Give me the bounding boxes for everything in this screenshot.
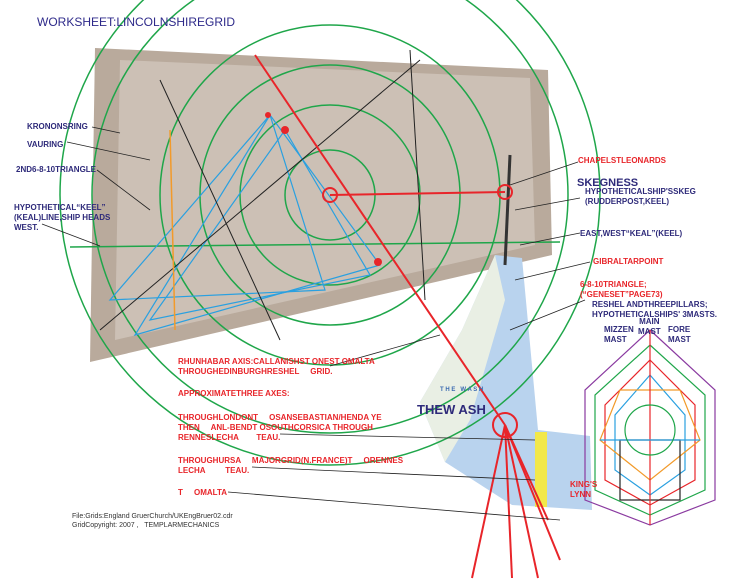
label-london-axis: THROUGHLONDONT OSANSEBASTIAN/HENDA YE TH… — [178, 413, 382, 442]
label-vauring: VAURING — [27, 140, 64, 149]
label-keel-line: HYPOTHETICAL“KEEL” (KEAL)LINE,SHIP HEADS… — [14, 203, 111, 232]
label-kings-lynn: KING'S LYNN — [570, 480, 598, 499]
label-east-west-keal: EAST,WEST“KEAL”(KEEL) — [580, 229, 683, 238]
label-fore-mast: FORE MAST — [668, 325, 691, 344]
label-three-axes: APPROXIMATETHREE AXES: — [178, 389, 290, 398]
leader-lines — [41, 126, 591, 521]
map-label-the-wash: T H E W A S H — [440, 387, 484, 393]
label-rhunhabar-axis: RHUNHABAR AXIS:CALLANISHST ONEST OMALTA … — [178, 357, 375, 376]
label-gibraltar-point: GIBRALTARPOINT — [593, 257, 664, 266]
red-axes — [254, 54, 561, 579]
green-rings — [59, 0, 601, 466]
label-6-8-10-triangle: 6-8-10TRIANGLE; (“GENESET”PAGE73) — [580, 280, 663, 299]
footer-file: File:Grids:England GruerChurch/UKEngBrue… — [72, 512, 233, 530]
label-skegness: SKEGNESS — [577, 177, 639, 189]
file-path: File:Grids:England GruerChurch/UKEngBrue… — [72, 513, 233, 520]
copyright: GridCopyright: 2007 , TEMPLARMECHANICS — [72, 522, 220, 529]
ship-masts-diagram — [584, 329, 716, 526]
label-the-wash: THEW ASH — [417, 402, 486, 417]
label-reshel-pillars: RESHEL ANDTHREEPILLARS; HYPOTHETICALSHIP… — [592, 300, 718, 319]
worksheet-title: WORKSHEET:LINCOLNSHIREGRID — [37, 15, 236, 29]
label-skeg: HYPOTHETICALSHIP'SSKEG (RUDDERPOST,KEEL) — [585, 187, 696, 206]
label-malta-axis: T OMALTA — [178, 488, 228, 497]
label-krononsring: KRONONSRING — [27, 122, 88, 131]
label-main-mast: MAIN MAST — [638, 317, 661, 336]
label-chapel-st-leonards: CHAPELSTLEONARDS — [578, 156, 667, 165]
label-second-triangle: 2ND6-8-10TRIANGLE — [16, 165, 97, 174]
wash-map — [420, 255, 592, 510]
label-ursa-axis: THROUGHURSA MAJORGRID(N.FRANCE)T ORENNES… — [178, 456, 404, 475]
label-mizzen-mast: MIZZEN MAST — [604, 325, 634, 344]
